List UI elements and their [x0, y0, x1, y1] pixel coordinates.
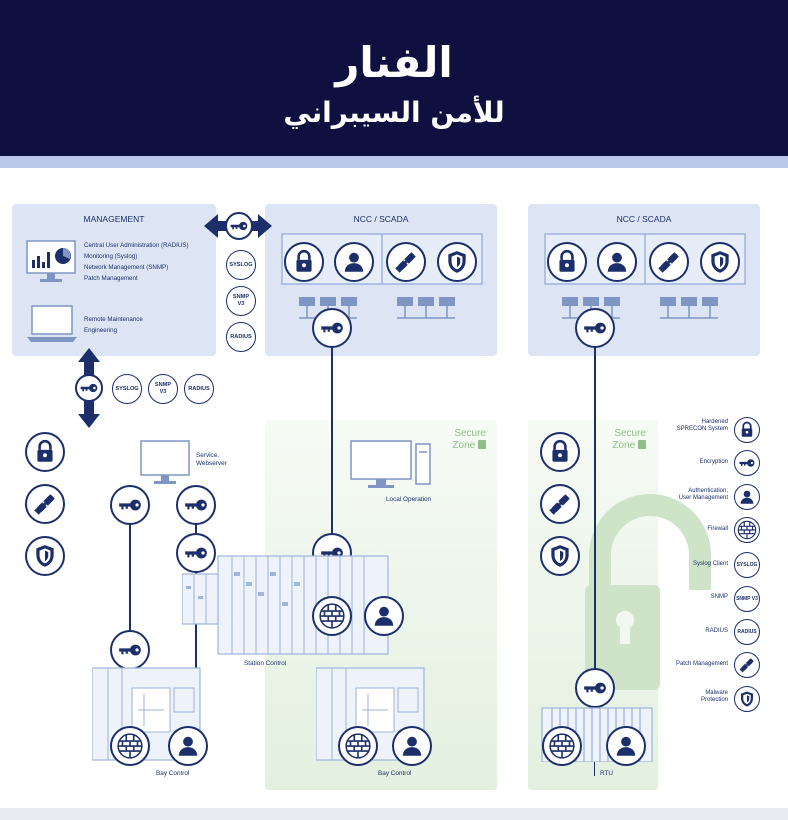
legend-label-patch-management: Patch Management [675, 661, 728, 667]
connection-line [195, 570, 197, 680]
user-icon [364, 596, 404, 636]
shield-icon [700, 242, 740, 282]
key-icon [734, 450, 760, 476]
radius-badge: RADIUS [734, 619, 760, 645]
management-panel: MANAGEMENT Central User Administration (… [12, 204, 216, 356]
local-operation-workstation-icon [350, 440, 431, 488]
small-lock-icon [638, 440, 646, 449]
key-icon [575, 668, 615, 708]
service-monitor-icon [140, 440, 190, 484]
radius-badge: RADIUS [226, 322, 256, 352]
connection-line [594, 762, 595, 776]
firewall-icon [338, 726, 378, 766]
connection-line [594, 345, 596, 690]
legend-label-snmp: SNMP [710, 594, 728, 600]
management-title: MANAGEMENT [83, 214, 145, 224]
header-stripe [0, 156, 788, 168]
shield-icon [734, 686, 760, 712]
key-icon [110, 485, 150, 525]
lock-icon [547, 242, 587, 282]
shield-icon [540, 536, 580, 576]
connection-line [129, 518, 131, 648]
shield-icon [437, 242, 477, 282]
station-control-label: Station Control [244, 660, 287, 667]
page-title: الفنار [335, 38, 453, 87]
lock-icon [540, 432, 580, 472]
key-icon [176, 533, 216, 573]
page-subtitle: للأمن السيبراني [283, 96, 505, 129]
header-banner: الفنار للأمن السيبراني [0, 0, 788, 156]
bay-control-label-right: Bay Control [378, 770, 412, 777]
user-icon [334, 242, 374, 282]
legend-label-encryption: Encryption [699, 459, 728, 465]
small-lock-icon [478, 440, 486, 449]
firewall-icon [542, 726, 582, 766]
lock-icon [284, 242, 324, 282]
rtu-label: RTU [600, 770, 614, 777]
connection-line [195, 518, 197, 546]
management-items-bottom: Remote Maintenance Engineering [84, 316, 143, 334]
ncc-scada-title-left: NCC / SCADA [353, 214, 409, 224]
patch-icon [386, 242, 426, 282]
bay-control-label-left: Bay Control [156, 770, 190, 777]
patch-icon [25, 484, 65, 524]
laptop-icon [27, 305, 77, 342]
management-items-top: Central User Administration (RADIUS) Mon… [84, 242, 189, 282]
key-icon [176, 485, 216, 525]
footer-bar [0, 808, 788, 820]
monitor-chart-icon [26, 240, 76, 282]
syslog-badge: SYSLOG [112, 374, 142, 404]
snmp-badge: SNMP V3 [734, 586, 760, 612]
key-icon [75, 374, 103, 402]
user-icon [734, 484, 760, 510]
shield-icon [25, 536, 65, 576]
firewall-icon [110, 726, 150, 766]
radius-badge: RADIUS [184, 374, 214, 404]
service-webserver-label: Service,Webserver [196, 452, 227, 467]
firewall-icon [734, 517, 760, 543]
firewall-icon [312, 596, 352, 636]
syslog-badge: SYSLOG [226, 250, 256, 280]
station-control-rack [182, 555, 389, 655]
syslog-badge: SYSLOG [734, 552, 760, 578]
patch-icon [734, 652, 760, 678]
user-icon [168, 726, 208, 766]
key-icon [312, 308, 352, 348]
key-icon [225, 212, 253, 240]
user-icon [606, 726, 646, 766]
legend-label-syslog-client: Syslog Client [692, 561, 728, 567]
patch-icon [540, 484, 580, 524]
key-icon [575, 308, 615, 348]
connection-line [331, 345, 333, 550]
user-icon [392, 726, 432, 766]
local-operation-label: Local Operation [386, 496, 432, 503]
legend-label-authentication: Authentication,User Management [678, 488, 728, 501]
patch-icon [649, 242, 689, 282]
lock-icon [25, 432, 65, 472]
lock-icon [734, 417, 760, 443]
ncc-scada-title-right: NCC / SCADA [616, 214, 672, 224]
legend-label-radius: RADIUS [705, 628, 728, 634]
user-icon [597, 242, 637, 282]
legend-label-firewall: Firewall [707, 526, 728, 532]
